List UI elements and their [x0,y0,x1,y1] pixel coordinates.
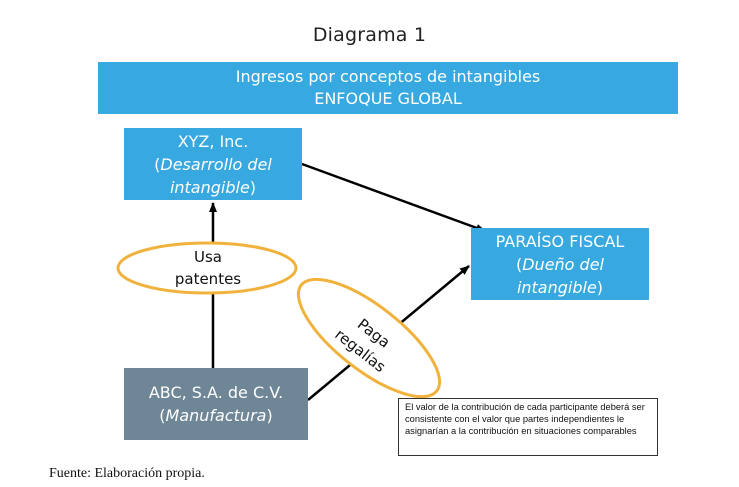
arrow-xyz-to-paraiso [301,162,486,233]
node-abc-role-close: ) [266,406,273,425]
node-paraiso-name: PARAÍSO FISCAL [495,231,625,251]
node-xyz-name: XYZ, Inc. [177,131,249,151]
node-xyz-inc: XYZ, Inc. (Desarrollo del intangible) [124,128,302,200]
note-box: El valor de la contribución de cada part… [398,398,658,456]
node-paraiso-fiscal: PARAÍSO FISCAL (Dueño del intangible) [471,228,649,300]
ellipse-paga-regalias [296,277,442,399]
node-xyz-role: Desarrollo del intangible [160,154,272,197]
node-abc-sa: ABC, S.A. de C.V. (Manufactura) [124,368,308,440]
node-abc-role: Manufactura [165,406,267,425]
node-xyz-role-line: (Desarrollo del intangible) [124,153,302,199]
header-line-1: Ingresos por conceptos de intangibles [235,67,541,86]
node-paraiso-role-open: ( [515,254,523,274]
node-paraiso-role: Dueño del intangible [516,254,604,297]
node-abc-name: ABC, S.A. de C.V. [148,383,284,402]
header-line-2: ENFOQUE GLOBAL [314,89,462,108]
ellipse-usa-patentes [116,241,298,295]
node-abc-role-open: ( [159,406,166,425]
label-usa-line-2: patentes [174,270,242,288]
label-usa-line-1: Usa [194,248,222,266]
node-paraiso-role-close: ) [596,277,604,297]
node-xyz-role-open: ( [154,154,161,174]
node-abc-role-line: (Manufactura) [124,404,308,427]
label-usa-patentes: Usa patentes [148,246,268,290]
node-xyz-role-close: ) [249,177,257,197]
source-note: Fuente: Elaboración propia. [49,466,205,481]
diagram-title: Diagrama 1 [312,24,427,46]
header-banner: Ingresos por conceptos de intangibles EN… [98,62,678,114]
node-paraiso-role-line: (Dueño del intangible) [471,253,649,299]
